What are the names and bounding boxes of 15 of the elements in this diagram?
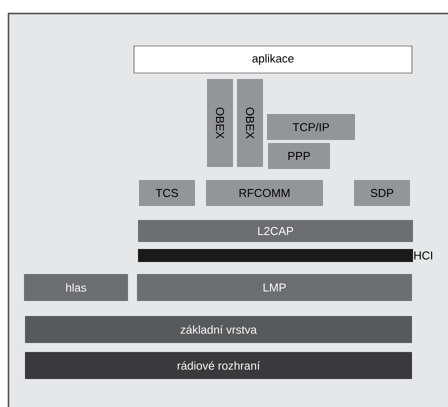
layer-box: TCP/IP	[267, 114, 355, 140]
layer-box: TCS	[139, 180, 195, 206]
layer-box: rádiové rozhraní	[25, 352, 412, 379]
layer-box: hlas	[24, 274, 128, 301]
layer-box: aplikace	[134, 46, 412, 74]
layer-box: SDP	[354, 180, 410, 206]
layer-box: L2CAP	[138, 220, 413, 242]
layer-box: základní vrstva	[25, 316, 412, 343]
layer-box: RFCOMM	[206, 180, 323, 206]
layer-box: LMP	[137, 274, 412, 301]
interface-bar	[138, 249, 413, 262]
layer-box: OBEX	[237, 79, 263, 167]
interface-label: HCI	[414, 251, 432, 260]
layer-box: PPP	[268, 143, 330, 169]
layer-box: OBEX	[207, 79, 233, 167]
